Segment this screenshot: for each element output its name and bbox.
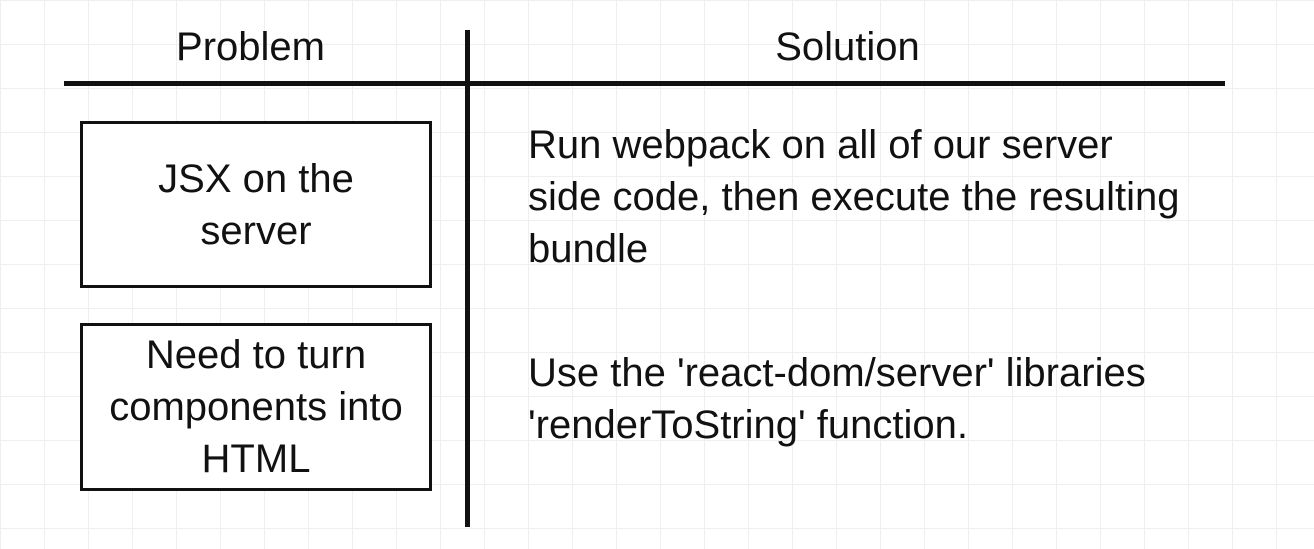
problem-text-jsx: JSX on the server — [158, 156, 354, 253]
column-divider — [465, 30, 470, 527]
problem-box-html: Need to turn components into HTML — [80, 323, 432, 491]
problem-column-header: Problem — [176, 25, 325, 69]
problem-text-html: Need to turn components into HTML — [109, 333, 403, 481]
problem-box-jsx: JSX on the server — [80, 121, 432, 288]
header-divider — [64, 81, 1225, 86]
solution-column-header: Solution — [775, 25, 920, 69]
solution-text-webpack: Run webpack on all of our server side co… — [528, 123, 1180, 271]
solution-text-render-to-string: Use the 'react-dom/server' libraries 're… — [528, 351, 1146, 447]
